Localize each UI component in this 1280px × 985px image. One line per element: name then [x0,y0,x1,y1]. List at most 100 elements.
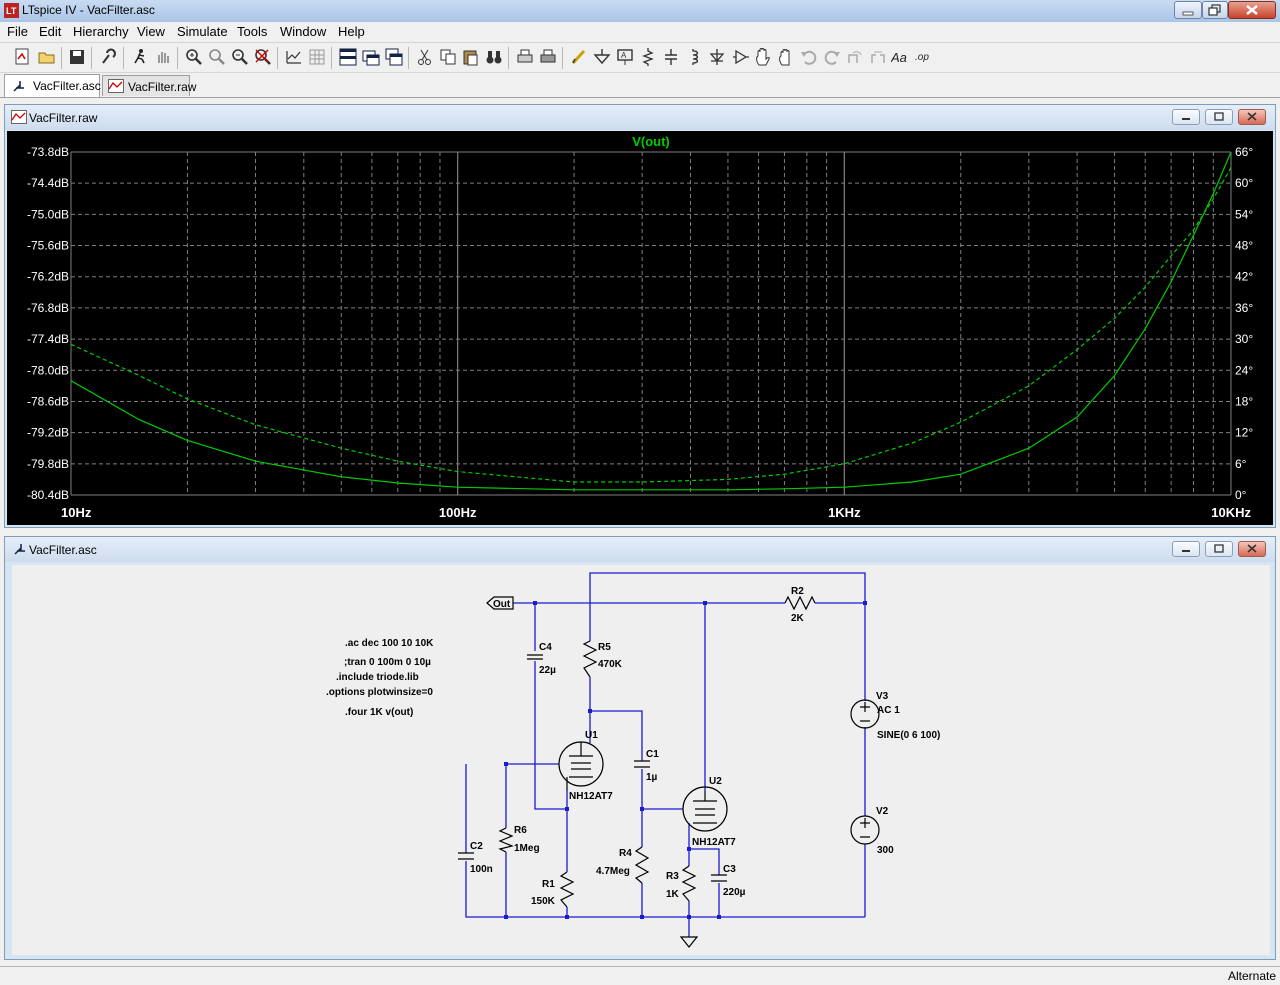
v2-value[interactable]: 300 [877,845,894,856]
symbols [458,595,880,948]
paste-icon[interactable] [461,47,481,67]
text-icon[interactable]: Aa [891,47,911,67]
menu-help[interactable]: Help [338,24,365,39]
menu-edit[interactable]: Edit [39,24,62,39]
label-icon[interactable]: A [615,47,635,67]
y-tick-label-right: 6° [1235,457,1247,471]
plot-restore-button[interactable] [1205,109,1233,125]
capacitor-icon[interactable] [661,47,681,67]
c3-ref[interactable]: C3 [723,864,736,875]
tab-vacfilter-asc[interactable]: VacFilter.asc [4,74,101,97]
wire-icon[interactable] [569,47,589,67]
open-icon[interactable] [37,47,57,67]
save-icon[interactable] [67,47,87,67]
schematic-close-button[interactable] [1238,541,1266,557]
y-tick-label-left: -80.4dB [27,488,69,502]
u1-value[interactable]: NH12AT7 [569,791,613,802]
new-schematic-icon[interactable] [13,47,33,67]
c2-ref[interactable]: C2 [470,841,483,852]
r4-ref[interactable]: R4 [619,848,632,859]
c4-ref[interactable]: C4 [539,642,552,653]
v3-value[interactable]: AC 1 [877,705,900,716]
inductor-icon[interactable] [684,47,704,67]
restore-button[interactable] [1202,1,1228,19]
spice-directive-icon[interactable]: .op [914,47,934,67]
c1-ref[interactable]: C1 [646,749,659,760]
copy-icon[interactable] [438,47,458,67]
u2-value[interactable]: NH12AT7 [692,837,736,848]
r1-ref[interactable]: R1 [542,879,555,890]
u1-ref[interactable]: U1 [585,730,598,741]
find-icon[interactable] [484,47,504,67]
zoom-fit-icon[interactable] [230,47,250,67]
autorange-icon[interactable] [284,47,304,67]
c3-value[interactable]: 220µ [723,887,746,898]
grid-icon[interactable] [307,47,327,67]
r3-ref[interactable]: R3 [666,871,679,882]
net-label-out[interactable]: Out [493,599,511,610]
close-button[interactable] [1228,1,1276,19]
diode-icon[interactable] [707,47,727,67]
undo-icon[interactable] [799,47,819,67]
c4-value[interactable]: 22µ [539,665,556,676]
tab-vacfilter-raw[interactable]: VacFilter.raw [102,75,196,96]
r3-value[interactable]: 1K [666,889,680,900]
menu-view[interactable]: View [137,24,165,39]
tile-vertical-icon[interactable] [361,47,381,67]
r6-value[interactable]: 1Meg [514,843,540,854]
halt-icon[interactable] [153,47,173,67]
plot-pane[interactable]: -73.8dB-74.4dB-75.0dB-75.6dB-76.2dB-76.8… [7,131,1273,525]
mirror-icon[interactable] [868,47,888,67]
redo-icon[interactable] [822,47,842,67]
c1-value[interactable]: 1µ [646,772,658,783]
r4-value[interactable]: 4.7Meg [596,866,630,877]
resistor-icon[interactable] [638,47,658,67]
cut-icon[interactable] [415,47,435,67]
zoom-cancel-icon[interactable] [253,47,273,67]
component-icon[interactable] [730,47,750,67]
c2-value[interactable]: 100n [470,864,493,875]
y-tick-label-left: -77.4dB [27,332,69,346]
menu-file[interactable]: File [7,24,28,39]
r5-ref[interactable]: R5 [598,642,611,653]
r5-value[interactable]: 470K [598,659,623,670]
y-tick-label-right: 66° [1235,145,1253,159]
schematic-minimize-button[interactable] [1172,541,1200,557]
r1-value[interactable]: 150K [531,896,556,907]
menu-tools[interactable]: Tools [237,24,268,39]
v2-ref[interactable]: V2 [876,806,889,817]
schematic-canvas[interactable]: Out R2 2K R5 470K C4 22µ C1 1µ U1 NH12AT… [12,565,1270,955]
directive-tran[interactable]: ;tran 0 100m 0 10µ [344,657,431,668]
run-icon[interactable] [130,47,150,67]
control-panel-icon[interactable] [99,47,119,67]
schematic-restore-button[interactable] [1205,541,1233,557]
v3-ref[interactable]: V3 [876,691,889,702]
print-preview-icon[interactable] [515,47,535,67]
zoom-in-icon[interactable] [184,47,204,67]
u2-ref[interactable]: U2 [709,776,722,787]
directive-four[interactable]: .four 1K v(out) [345,707,413,718]
r2-value[interactable]: 2K [791,613,805,624]
directive-include[interactable]: .include triode.lib [336,672,419,683]
v3-symbol [850,699,880,729]
minimize-button[interactable] [1174,1,1202,19]
zoom-out-icon[interactable] [207,47,227,67]
plot-close-button[interactable] [1238,109,1266,125]
rotate-icon[interactable] [845,47,865,67]
tile-horizontal-icon[interactable] [338,47,358,67]
r2-ref[interactable]: R2 [791,586,804,597]
r6-ref[interactable]: R6 [514,825,527,836]
menu-simulate[interactable]: Simulate [177,24,228,39]
drag-icon[interactable] [776,47,796,67]
plot-minimize-button[interactable] [1172,109,1200,125]
ground-icon[interactable] [592,47,612,67]
menu-window[interactable]: Window [280,24,327,39]
directive-ac[interactable]: .ac dec 100 10 10K [345,638,434,649]
print-icon[interactable] [538,47,558,67]
restore-icon [1214,112,1224,121]
directive-options[interactable]: .options plotwinsize=0 [326,687,433,698]
v3-value2[interactable]: SINE(0 6 100) [877,730,940,741]
cascade-icon[interactable] [384,47,404,67]
menu-hierarchy[interactable]: Hierarchy [73,24,129,39]
move-icon[interactable] [753,47,773,67]
